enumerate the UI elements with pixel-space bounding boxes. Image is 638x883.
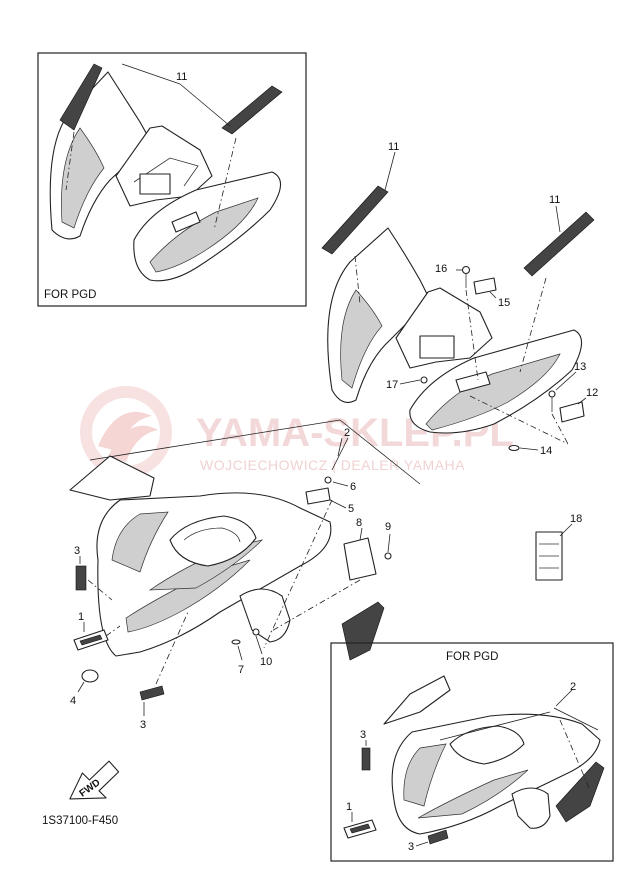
bolt-16 bbox=[461, 265, 471, 275]
decal-3-pgd-upper bbox=[361, 747, 371, 771]
front-bracket bbox=[419, 335, 455, 359]
callout-5: 5 bbox=[348, 503, 354, 515]
frame-top-left: FOR PGD 11 bbox=[37, 52, 307, 307]
callout-8: 8 bbox=[356, 517, 362, 529]
decal-3-pgd-lower bbox=[427, 829, 449, 845]
decal-11-right bbox=[523, 211, 595, 277]
front-bracket-pgd bbox=[139, 173, 171, 195]
callout-11-right: 11 bbox=[549, 194, 560, 206]
clip-10 bbox=[252, 628, 260, 636]
callout-3-pgd-lower: 3 bbox=[408, 841, 414, 853]
watermark-subtitle: WOJCIECHOWICZ | DEALER YAMAHA bbox=[200, 457, 465, 473]
front-fender-assembly: 11 11 16 15 17 13 12 14 bbox=[321, 141, 598, 457]
callout-13: 13 bbox=[574, 361, 586, 373]
callout-7: 7 bbox=[238, 664, 244, 676]
label-card-18: 18 bbox=[535, 513, 582, 581]
frame-top-left-label: FOR PGD bbox=[44, 289, 96, 301]
callout-16: 16 bbox=[435, 263, 447, 275]
callout-4: 4 bbox=[70, 695, 76, 707]
rear-side-decal-pgd bbox=[555, 761, 605, 823]
callout-1: 1 bbox=[78, 611, 84, 623]
callout-9: 9 bbox=[385, 521, 391, 533]
rear-side-decal-right bbox=[341, 601, 385, 661]
decal-11-left bbox=[321, 185, 389, 255]
callout-12: 12 bbox=[586, 387, 598, 399]
decal-11-left-pgd bbox=[59, 63, 103, 131]
rear-seat-well bbox=[169, 515, 257, 567]
callout-3-pgd-upper: 3 bbox=[360, 729, 366, 741]
decal-11-right-pgd bbox=[221, 85, 283, 135]
callout-11: 11 bbox=[176, 71, 187, 83]
plate-15 bbox=[473, 277, 497, 295]
callout-6: 6 bbox=[350, 481, 356, 493]
watermark-logo-icon bbox=[80, 386, 172, 478]
bolt-6 bbox=[324, 476, 332, 484]
callout-15: 15 bbox=[498, 297, 510, 309]
frame-bottom-right: FOR PGD 2 3 3 1 bbox=[330, 642, 614, 862]
rear-top-decal-pgd bbox=[383, 675, 451, 725]
rear-top-decal-area bbox=[69, 455, 155, 501]
callout-10: 10 bbox=[260, 656, 272, 668]
drawing-code: 1S37100-F450 bbox=[42, 815, 118, 827]
fwd-arrow-icon: FWD bbox=[69, 760, 120, 800]
callout-17: 17 bbox=[386, 379, 398, 391]
bolt-13 bbox=[548, 390, 556, 398]
frame-bottom-right-label: FOR PGD bbox=[446, 651, 498, 663]
watermark: YAMA-SKLEP.PL WOJCIECHOWICZ | DEALER YAM… bbox=[80, 386, 514, 478]
plate-12 bbox=[559, 401, 585, 423]
clip-7 bbox=[231, 639, 241, 645]
callout-1-pgd: 1 bbox=[346, 801, 352, 813]
cap-4 bbox=[81, 669, 99, 683]
clip-14 bbox=[508, 444, 520, 452]
decal-3-lower bbox=[139, 685, 165, 701]
clip-17 bbox=[420, 376, 428, 384]
callout-2: 2 bbox=[344, 427, 350, 439]
plate-5 bbox=[305, 487, 331, 505]
callout-3-upper: 3 bbox=[74, 545, 80, 557]
decal-3-upper bbox=[75, 565, 87, 591]
plate-8 bbox=[343, 537, 377, 581]
callout-2-pgd: 2 bbox=[570, 681, 576, 693]
callout-3-lower: 3 bbox=[140, 719, 146, 731]
callout-14: 14 bbox=[540, 445, 552, 457]
rear-fender-flare bbox=[239, 588, 291, 643]
bolt-9 bbox=[384, 552, 392, 560]
rear-fender-assembly: 2 6 5 8 9 10 7 3 3 1 bbox=[69, 419, 421, 731]
callout-18: 18 bbox=[570, 513, 582, 525]
callout-11-left: 11 bbox=[388, 141, 399, 153]
rear-seat-well-pgd bbox=[449, 725, 525, 765]
